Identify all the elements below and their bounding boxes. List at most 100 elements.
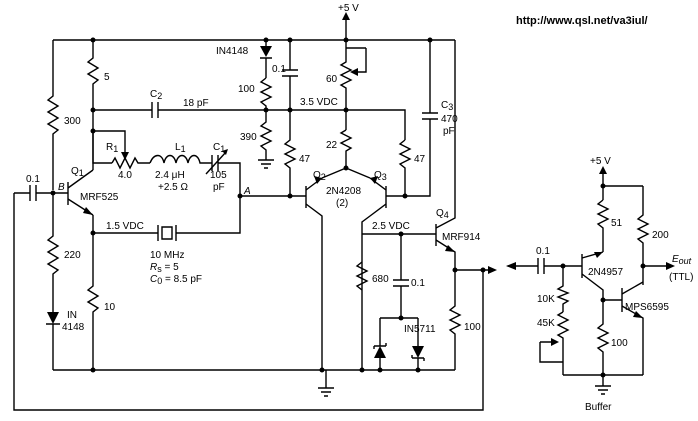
q3-label: Q3 (374, 170, 387, 182)
capacitor-mid (393, 234, 409, 318)
buffer-q2-label: MPS6595 (625, 302, 669, 313)
q2-label: Q2 (313, 170, 326, 182)
buffer-r45k-label: 45K (537, 318, 555, 329)
buffer-input-arrow-icon (506, 262, 516, 270)
resistor-100a (259, 77, 273, 110)
buffer-resistor-200 (636, 186, 650, 285)
xtal-rs: Rs = 5 (150, 262, 179, 274)
junction (600, 183, 606, 189)
buffer-r100-label: 100 (611, 338, 628, 349)
r220-label: 220 (64, 250, 81, 261)
q2-leads (305, 177, 323, 370)
q4-label: Q4 (436, 208, 449, 220)
pot-60-wiper (346, 47, 367, 73)
q4-type: MRF914 (442, 232, 481, 243)
cin-label: 0.1 (26, 174, 40, 185)
variable-arrow-icon (222, 149, 228, 155)
diode-bottom (46, 290, 60, 370)
diode-in5711-left (373, 318, 387, 370)
junction (359, 367, 365, 373)
inductor-l1 (149, 154, 208, 164)
buffer-supply-label: +5 V (590, 156, 611, 167)
v25-label: 2.5 VDC (372, 221, 410, 232)
xtal-freq: 10 MHz (150, 250, 184, 261)
c1-label: C1 (213, 142, 225, 154)
c2-value: 18 pF (183, 98, 209, 109)
diode-top (260, 40, 272, 78)
capacitor-c1 (208, 155, 241, 196)
buffer-input-capacitor (516, 258, 582, 274)
schottky-right-icon (412, 346, 424, 358)
c2-label: C2 (150, 89, 162, 101)
r1-value: 4.0 (118, 170, 132, 181)
feedback-loop (13, 193, 484, 411)
node-b-label: B (58, 182, 65, 193)
buffer-q1-arrow-icon (594, 252, 603, 258)
c01top-label: 0.1 (272, 64, 286, 75)
junction (377, 367, 383, 373)
r22-label: 22 (326, 140, 338, 151)
r60-label: 60 (326, 74, 338, 85)
buffer-pot-45k (556, 311, 570, 375)
buffer-q2-arrow-icon (633, 311, 643, 318)
c3-value2: pF (443, 126, 455, 137)
diode-bottom-icon (47, 312, 59, 324)
resistor-5 (86, 40, 100, 110)
diode-bottom-label1: IN (67, 310, 77, 321)
node-a-label: A (243, 186, 251, 197)
buffer-r51-label: 51 (611, 218, 623, 229)
junction (319, 367, 325, 373)
resistor-680 (355, 261, 369, 291)
supply-label: +5 V (338, 3, 359, 14)
l1-value2: +2.5 Ω (158, 182, 189, 193)
q23-count: (2) (336, 198, 348, 209)
junction (398, 315, 404, 321)
buffer-r200-label: 200 (652, 230, 669, 241)
r100b-label: 100 (464, 322, 481, 333)
q23-type: 2N4208 (326, 186, 361, 197)
buffer-resistor-100 (596, 300, 610, 375)
buffer-cin-label: 0.1 (536, 246, 550, 257)
buffer-pot-wiper (539, 341, 563, 363)
q3-emitter-arrow-icon (370, 176, 378, 184)
c1-variable-arrow (205, 151, 227, 175)
resistor-10 (86, 215, 100, 370)
v15-label: 1.5 VDC (106, 221, 144, 232)
resistor-220 (46, 193, 60, 290)
r5-label: 5 (104, 72, 110, 83)
crystal-10mhz (93, 196, 241, 241)
bias-line-35 (266, 109, 406, 140)
c1-value2: pF (213, 182, 225, 193)
input-capacitor (14, 185, 68, 201)
r47a-label: 47 (299, 154, 311, 165)
c3-value1: 470 (441, 114, 458, 125)
buffer-q1-label: 2N4957 (588, 267, 623, 278)
eout-label: Eout (672, 254, 692, 266)
capacitor-c2 (93, 102, 266, 118)
buffer-caption: Buffer (585, 402, 612, 413)
source-url: http://www.qsl.net/va3iul/ (516, 15, 648, 27)
pot-arrow-icon (350, 68, 358, 76)
diode-top-icon (260, 46, 272, 57)
junction (90, 367, 96, 373)
r390-label: 390 (240, 132, 257, 143)
output-arrow-icon (488, 266, 497, 274)
r47b-label: 47 (414, 154, 426, 165)
buffer-q2-leads (621, 281, 644, 375)
buffer-output-arrow-icon (666, 262, 675, 270)
resistor-r1 (111, 156, 150, 170)
l1-label: L1 (175, 142, 186, 154)
buffer-r10k-label: 10K (537, 294, 555, 305)
buffer-resistor-10k (556, 266, 570, 312)
emitter-arrow-icon (83, 207, 93, 215)
q1-type: MRF525 (80, 192, 119, 203)
resistor-300 (46, 40, 60, 190)
q23-emitter-wires (321, 167, 371, 179)
junction (287, 193, 293, 199)
xtal-c0: C0 = 8.5 pF (150, 274, 202, 286)
ground-symbol-icon (258, 159, 274, 169)
resistor-100b (448, 270, 462, 370)
r680-label: 680 (372, 274, 389, 285)
junction (415, 367, 421, 373)
